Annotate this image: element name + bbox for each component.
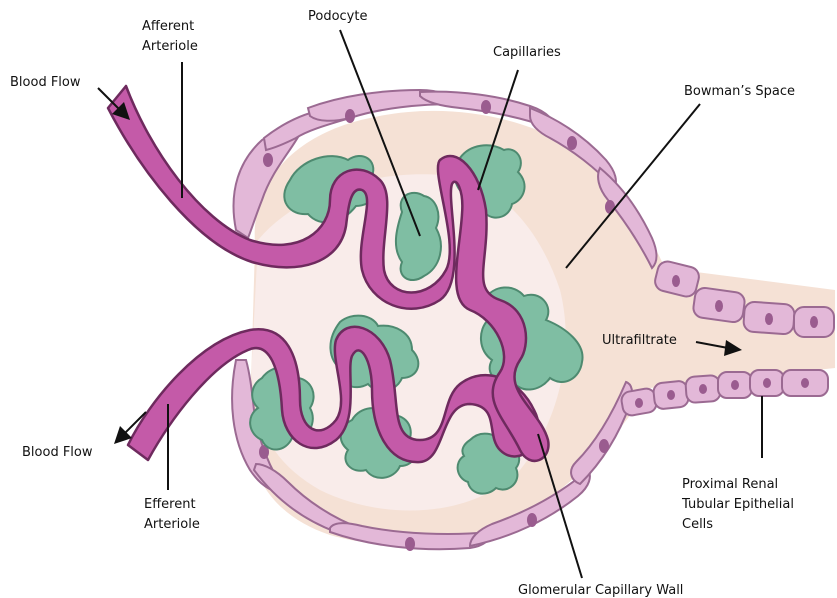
label-afferent-arteriole: Afferent [142,19,194,34]
nucleus [699,384,707,394]
nucleus [405,537,415,551]
label-podocyte: Podocyte [308,9,367,24]
nucleus [263,153,273,167]
label-capillaries: Capillaries [493,45,561,60]
label-proximal-cells-2: Tubular Epithelial [681,497,794,512]
label-proximal-cells: Proximal Renal [682,477,778,492]
label-afferent-arteriole-2: Arteriole [142,39,198,54]
nucleus [765,313,773,325]
nucleus [599,439,609,453]
label-efferent-arteriole-2: Arteriole [144,517,200,532]
nucleus [667,390,675,400]
nucleus [345,109,355,123]
nucleus [635,398,643,408]
nucleus [481,100,491,114]
label-blood-flow-out: Blood Flow [22,445,93,460]
nucleus [567,136,577,150]
label-ultrafiltrate: Ultrafiltrate [602,333,677,348]
nucleus [763,378,771,388]
label-proximal-cells-3: Cells [682,517,713,532]
nucleus [605,200,615,214]
nucleus [801,378,809,388]
label-blood-flow-in: Blood Flow [10,75,81,90]
podocyte-cell [396,193,441,280]
nucleus [731,380,739,390]
nucleus [715,300,723,312]
nucleus [672,275,680,287]
nucleus [810,316,818,328]
label-bowmans-space: Bowman’s Space [684,84,795,99]
label-glomerular-capillary-wall: Glomerular Capillary Wall [518,583,683,598]
label-efferent-arteriole: Efferent [144,497,196,512]
nucleus [527,513,537,527]
